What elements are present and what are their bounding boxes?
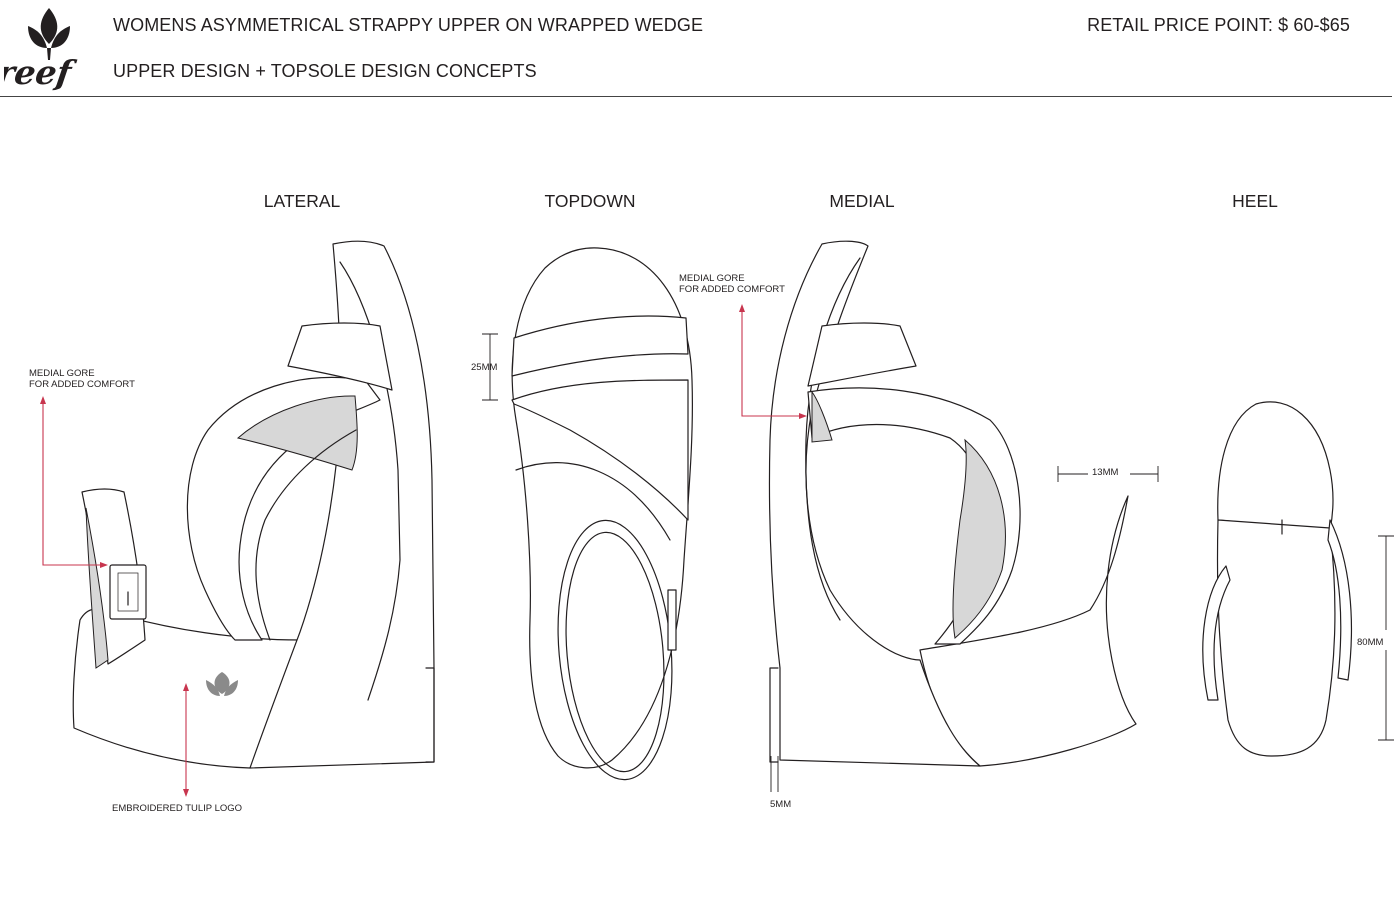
heel-block — [1216, 519, 1336, 757]
callout-medial-gore-line2: FOR ADDED COMFORT — [679, 284, 785, 295]
reef-tulip-icon — [28, 8, 70, 60]
heel-strap-left — [1202, 565, 1231, 701]
topdown-strap-line — [515, 462, 671, 541]
reef-wordmark: reef — [4, 53, 78, 92]
platform-dimension — [770, 756, 779, 792]
heel-height-dimension — [1378, 535, 1394, 741]
retail-price: RETAIL PRICE POINT: $ 60-$65 — [1087, 15, 1350, 35]
lateral-gore-leader — [42, 402, 104, 566]
view-label-lateral: LATERAL — [263, 191, 341, 211]
topdown-view-drawing — [482, 247, 693, 781]
medial-vamp-band — [807, 322, 917, 387]
logo-arrow-down — [183, 789, 189, 797]
header-divider — [0, 96, 1392, 97]
medial-view-drawing — [739, 240, 1159, 792]
medial-footbed-line — [805, 257, 861, 621]
callout-logo: EMBROIDERED TULIP LOGO — [112, 803, 243, 814]
topdown-heel-ring-inner — [565, 531, 665, 773]
heel-view-drawing — [1202, 401, 1394, 757]
lateral-heel-lining — [85, 507, 109, 669]
lateral-strap-lining — [236, 395, 358, 471]
topdown-cross-strap — [511, 379, 689, 521]
callout-medial-gore-line1: MEDIAL GORE — [679, 273, 745, 284]
medial-toe-tip — [769, 667, 779, 763]
lateral-toe-tip — [425, 667, 435, 763]
lateral-view-drawing — [40, 240, 435, 797]
lateral-gore-arrow-right — [100, 562, 108, 568]
medial-gore-leader — [741, 310, 802, 417]
heel-strap-right — [1327, 519, 1353, 681]
medial-gore-arrow-right — [799, 413, 807, 419]
medial-gore-arrow-up — [739, 304, 745, 312]
dim-label-heel-offset: 13MM — [1092, 467, 1119, 478]
lateral-strap-inner-edge — [255, 429, 357, 641]
heel-offset-dimension — [1057, 466, 1159, 482]
lateral-gore-arrow-up — [40, 396, 46, 404]
dim-label-platform: 5MM — [770, 799, 792, 810]
callout-lateral-gore: MEDIAL GORE FOR ADDED COMFORT — [29, 368, 135, 390]
heel-counter — [1217, 401, 1334, 531]
reef-logo: reef — [4, 8, 78, 92]
medial-strap-lining — [952, 438, 1006, 639]
dim-label-strap-width: 25MM — [471, 362, 498, 373]
lateral-footbed-line — [339, 261, 401, 701]
strap-width-dimension — [482, 333, 498, 401]
logo-arrow-up — [183, 683, 189, 691]
lateral-buckle-inner — [117, 572, 139, 612]
lateral-vamp-band — [287, 322, 393, 391]
callout-lateral-gore-line2: FOR ADDED COMFORT — [29, 379, 135, 390]
sheet-title: WOMENS ASYMMETRICAL STRAPPY UPPER ON WRA… — [113, 15, 704, 35]
topdown-buckle — [667, 589, 677, 651]
callout-medial-gore: MEDIAL GORE FOR ADDED COMFORT — [679, 273, 785, 295]
view-label-heel: HEEL — [1232, 191, 1278, 211]
view-label-topdown: TOPDOWN — [544, 191, 636, 211]
topdown-vamp-band — [511, 315, 689, 377]
view-label-medial: MEDIAL — [829, 191, 895, 211]
embroidered-tulip-logo-icon — [206, 672, 238, 696]
dim-label-heel-height: 80MM — [1357, 637, 1384, 648]
sheet-subtitle: UPPER DESIGN + TOPSOLE DESIGN CONCEPTS — [113, 61, 537, 81]
medial-gore-panel — [811, 390, 833, 443]
callout-lateral-gore-line1: MEDIAL GORE — [29, 368, 95, 379]
